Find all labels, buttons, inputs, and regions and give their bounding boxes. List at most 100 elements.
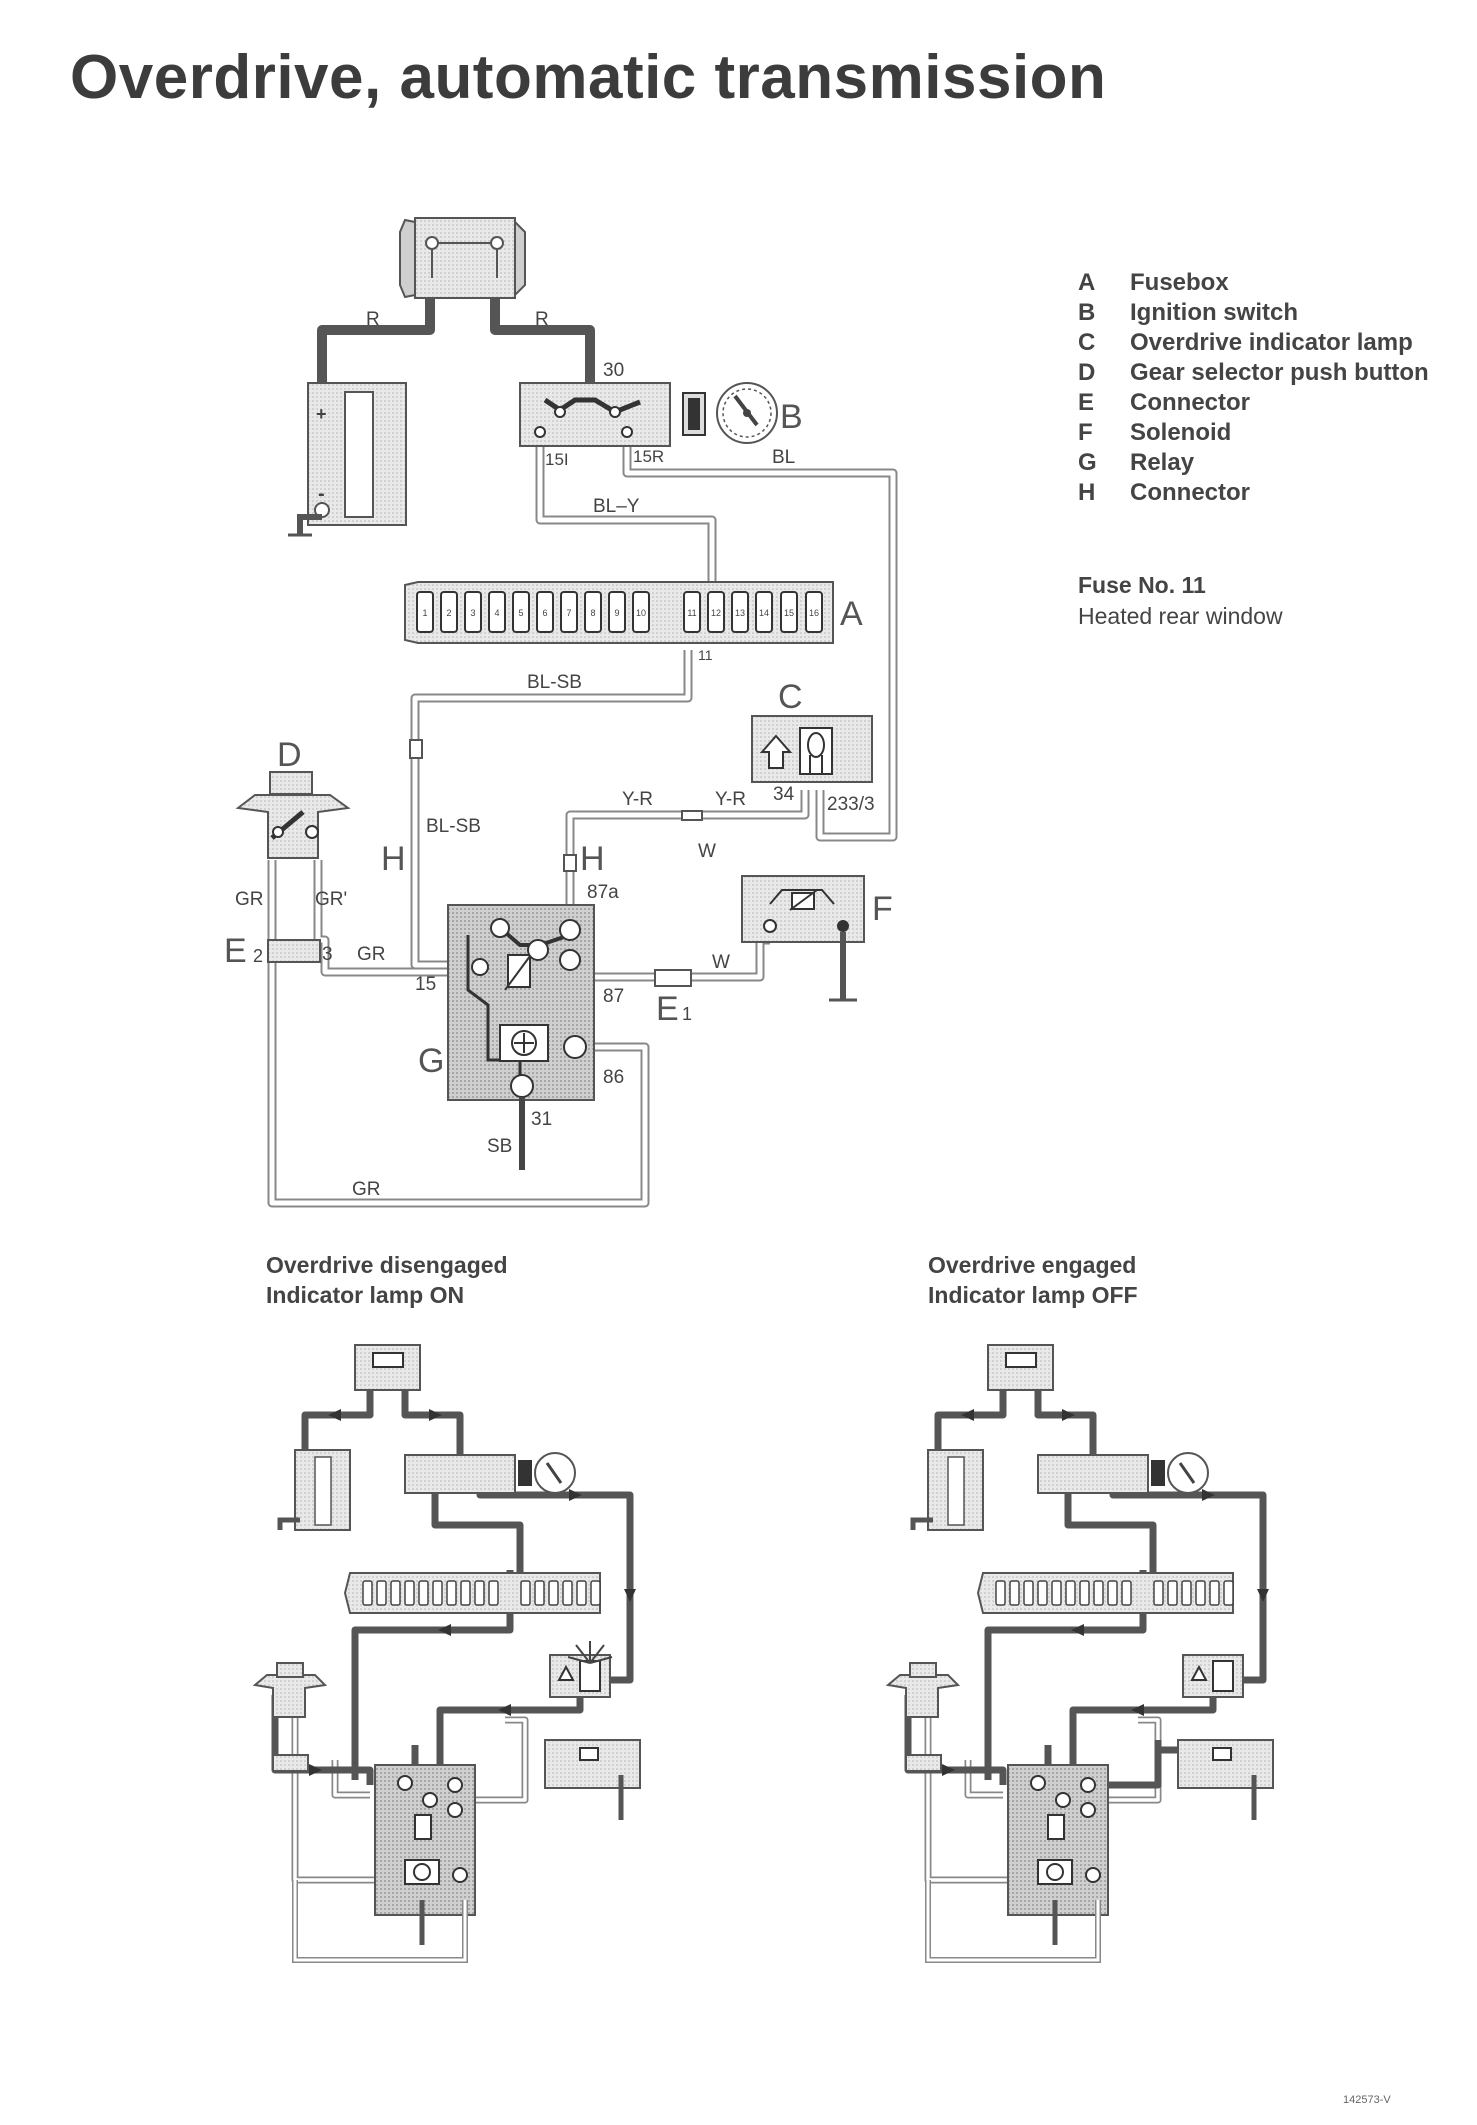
flow-arrow bbox=[429, 1409, 442, 1421]
connector-h-left bbox=[409, 739, 423, 759]
wire-label: W bbox=[712, 952, 730, 973]
fuse-note: Fuse No. 11 Heated rear window bbox=[1078, 570, 1283, 632]
fuse bbox=[731, 591, 749, 633]
flow-arrow bbox=[438, 1624, 451, 1636]
terminal-label: 87a bbox=[587, 882, 619, 903]
legend-key: F bbox=[1078, 419, 1093, 446]
legend-label: Connector bbox=[1130, 389, 1250, 416]
mini-key-pointer bbox=[1178, 1462, 1196, 1484]
flow-arrow bbox=[961, 1409, 974, 1421]
mini-fuse bbox=[362, 1580, 373, 1606]
legend-key: G bbox=[1078, 449, 1097, 476]
legend-key: E bbox=[1078, 389, 1095, 416]
fuse bbox=[416, 591, 434, 633]
wire-dark bbox=[1064, 1475, 1157, 1590]
fuse-note-text: Heated rear window bbox=[1078, 603, 1283, 629]
fuse-number: 5 bbox=[518, 608, 523, 618]
fuse-number: 11 bbox=[687, 608, 696, 618]
fuse bbox=[632, 591, 650, 633]
mini-ignition bbox=[1037, 1454, 1149, 1494]
wire-label: BL bbox=[772, 447, 795, 468]
caption-line: Indicator lamp ON bbox=[266, 1282, 465, 1308]
fuse bbox=[755, 591, 773, 633]
mini-relay-terminal bbox=[447, 1802, 463, 1818]
wire-label: Y-R bbox=[622, 789, 653, 810]
terminal-label: 3 bbox=[322, 944, 333, 965]
flow-arrow bbox=[498, 1704, 511, 1716]
mini-fuse bbox=[1009, 1580, 1020, 1606]
letter-h-left: H bbox=[381, 840, 406, 878]
wire-dark bbox=[904, 1695, 1007, 1785]
flow-arrow bbox=[1131, 1704, 1144, 1716]
mini-relay-terminal bbox=[1085, 1867, 1101, 1883]
mini-fuse bbox=[1023, 1580, 1034, 1606]
mini-ground bbox=[277, 1517, 300, 1530]
svg-text:+: + bbox=[316, 404, 327, 424]
mini-push-button-cap bbox=[909, 1662, 937, 1678]
mini-fuse bbox=[488, 1580, 499, 1606]
fuse-number: 2 bbox=[446, 608, 451, 618]
legend-item: C Overdrive indicator lamp bbox=[1078, 328, 1429, 358]
wire-label: R bbox=[535, 309, 549, 330]
wire-dark bbox=[1034, 1385, 1097, 1455]
terminal-label: 34 bbox=[773, 784, 795, 805]
terminal-label: 31 bbox=[531, 1109, 552, 1130]
connector-e1 bbox=[654, 969, 692, 987]
svg-text:-: - bbox=[318, 483, 325, 505]
mini-battery-cell bbox=[314, 1456, 332, 1526]
flow-arrow bbox=[309, 1764, 322, 1776]
mini-key bbox=[518, 1460, 532, 1486]
mini-fuse bbox=[1195, 1580, 1206, 1606]
legend-key: H bbox=[1078, 479, 1096, 506]
flow-arrow bbox=[1071, 1624, 1084, 1636]
mini-solenoid-coil bbox=[1212, 1747, 1232, 1761]
terminal-label: 15 bbox=[415, 974, 436, 995]
wire-label: GR bbox=[235, 889, 264, 910]
mini-lamp-arrow bbox=[557, 1664, 575, 1681]
mini-connector bbox=[272, 1754, 309, 1772]
mini-ground bbox=[910, 1517, 933, 1530]
letter-e2-sub: 2 bbox=[253, 946, 263, 966]
mini-fuse bbox=[534, 1580, 545, 1606]
mini-fuse bbox=[995, 1580, 1006, 1606]
legend-label: Fusebox bbox=[1130, 269, 1229, 296]
connector-e2 bbox=[267, 939, 321, 963]
flow-arrow bbox=[1257, 1589, 1269, 1602]
fuse bbox=[464, 591, 482, 633]
mini-relay-terminal bbox=[447, 1777, 463, 1793]
legend-label: Overdrive indicator lamp bbox=[1130, 329, 1413, 356]
mini-fuse bbox=[576, 1580, 587, 1606]
wire-label: GR' bbox=[315, 889, 347, 910]
mini-solenoid-coil bbox=[579, 1747, 599, 1761]
fuse-number: 7 bbox=[566, 608, 571, 618]
diagram-disengaged bbox=[252, 1344, 641, 1963]
mini-relay-terminal bbox=[1030, 1775, 1046, 1791]
wire-label: GR bbox=[357, 944, 386, 965]
mini-ignition bbox=[404, 1454, 516, 1494]
mini-fuse bbox=[562, 1580, 573, 1606]
caption-disengaged: Overdrive disengaged Indicator lamp ON bbox=[266, 1250, 508, 1310]
mini-key-pointer bbox=[545, 1462, 563, 1484]
mini-fuse bbox=[432, 1580, 443, 1606]
letter-c: C bbox=[778, 678, 803, 716]
fuse-number: 16 bbox=[809, 608, 819, 618]
mini-relay-terminal bbox=[452, 1867, 468, 1883]
fuse bbox=[780, 591, 798, 633]
relay bbox=[447, 904, 595, 1170]
legend-key: C bbox=[1078, 329, 1096, 356]
fuse bbox=[560, 591, 578, 633]
mini-fuse bbox=[548, 1580, 559, 1606]
letter-f: F bbox=[872, 890, 893, 928]
diagram-engaged bbox=[885, 1344, 1274, 1963]
lamp-glow-ray bbox=[567, 1656, 591, 1664]
wire-label: BL-SB bbox=[426, 816, 481, 837]
mini-fuse bbox=[1153, 1580, 1164, 1606]
wire-label: W bbox=[698, 841, 716, 862]
caption-line: Indicator lamp OFF bbox=[928, 1282, 1138, 1308]
mini-fuse bbox=[1037, 1580, 1048, 1606]
